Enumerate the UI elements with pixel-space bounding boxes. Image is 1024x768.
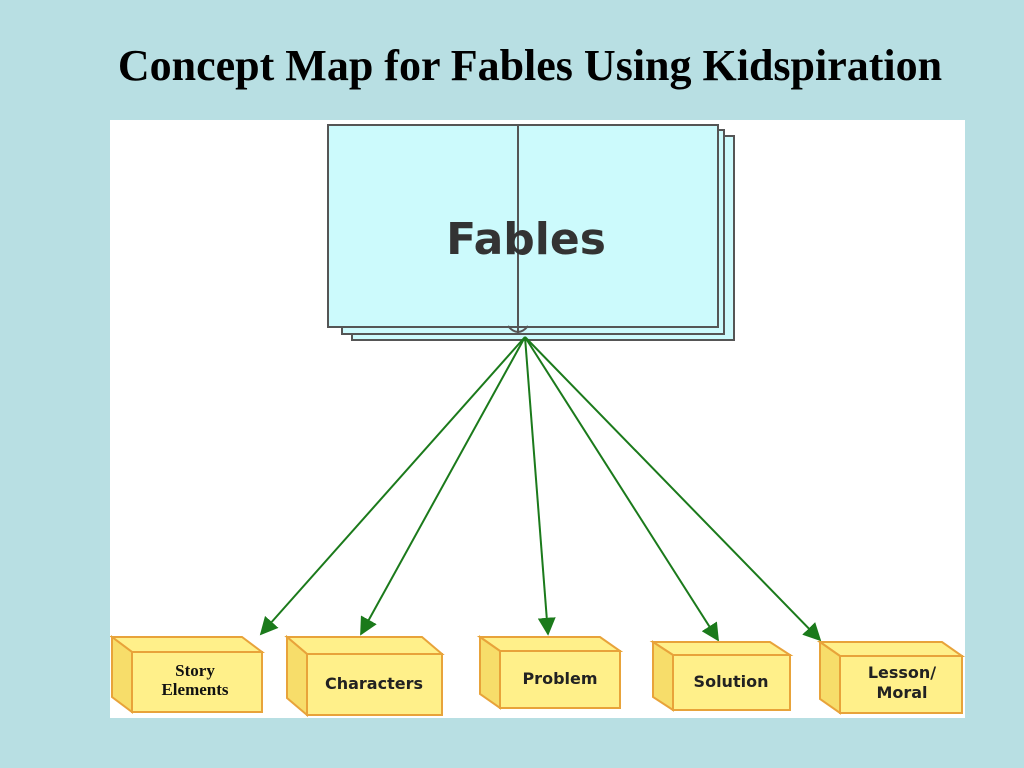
node-solution[interactable]: Solution bbox=[649, 640, 794, 712]
node-label-line: Solution bbox=[694, 672, 769, 691]
central-node-label: Fables bbox=[446, 214, 606, 265]
arrow-to-story-elements bbox=[259, 336, 526, 636]
open-book-icon[interactable]: Fables bbox=[327, 124, 735, 341]
concept-map: Fables Story Elements bbox=[110, 124, 965, 718]
node-label-line: Elements bbox=[161, 680, 228, 699]
arrow-to-characters bbox=[360, 336, 526, 636]
arrow-to-problem bbox=[524, 336, 556, 636]
node-label-line: Characters bbox=[325, 674, 423, 693]
node-characters[interactable]: Characters bbox=[284, 634, 445, 718]
node-label-line: Story bbox=[175, 661, 215, 680]
connector-arrows bbox=[259, 336, 822, 642]
arrow-to-solution bbox=[524, 336, 719, 642]
node-problem[interactable]: Problem bbox=[476, 635, 624, 710]
slide-title: Concept Map for Fables Using Kidspiratio… bbox=[117, 41, 943, 90]
concept-map-canvas: Fables Story Elements bbox=[110, 120, 965, 718]
node-label-line: Moral bbox=[876, 683, 927, 702]
node-story-elements[interactable]: Story Elements bbox=[110, 635, 265, 714]
node-label-line: Lesson/ bbox=[868, 663, 936, 682]
arrow-to-lesson-moral bbox=[524, 336, 822, 642]
node-lesson-moral[interactable]: Lesson/ Moral bbox=[816, 640, 965, 715]
node-label-line: Problem bbox=[522, 669, 597, 688]
